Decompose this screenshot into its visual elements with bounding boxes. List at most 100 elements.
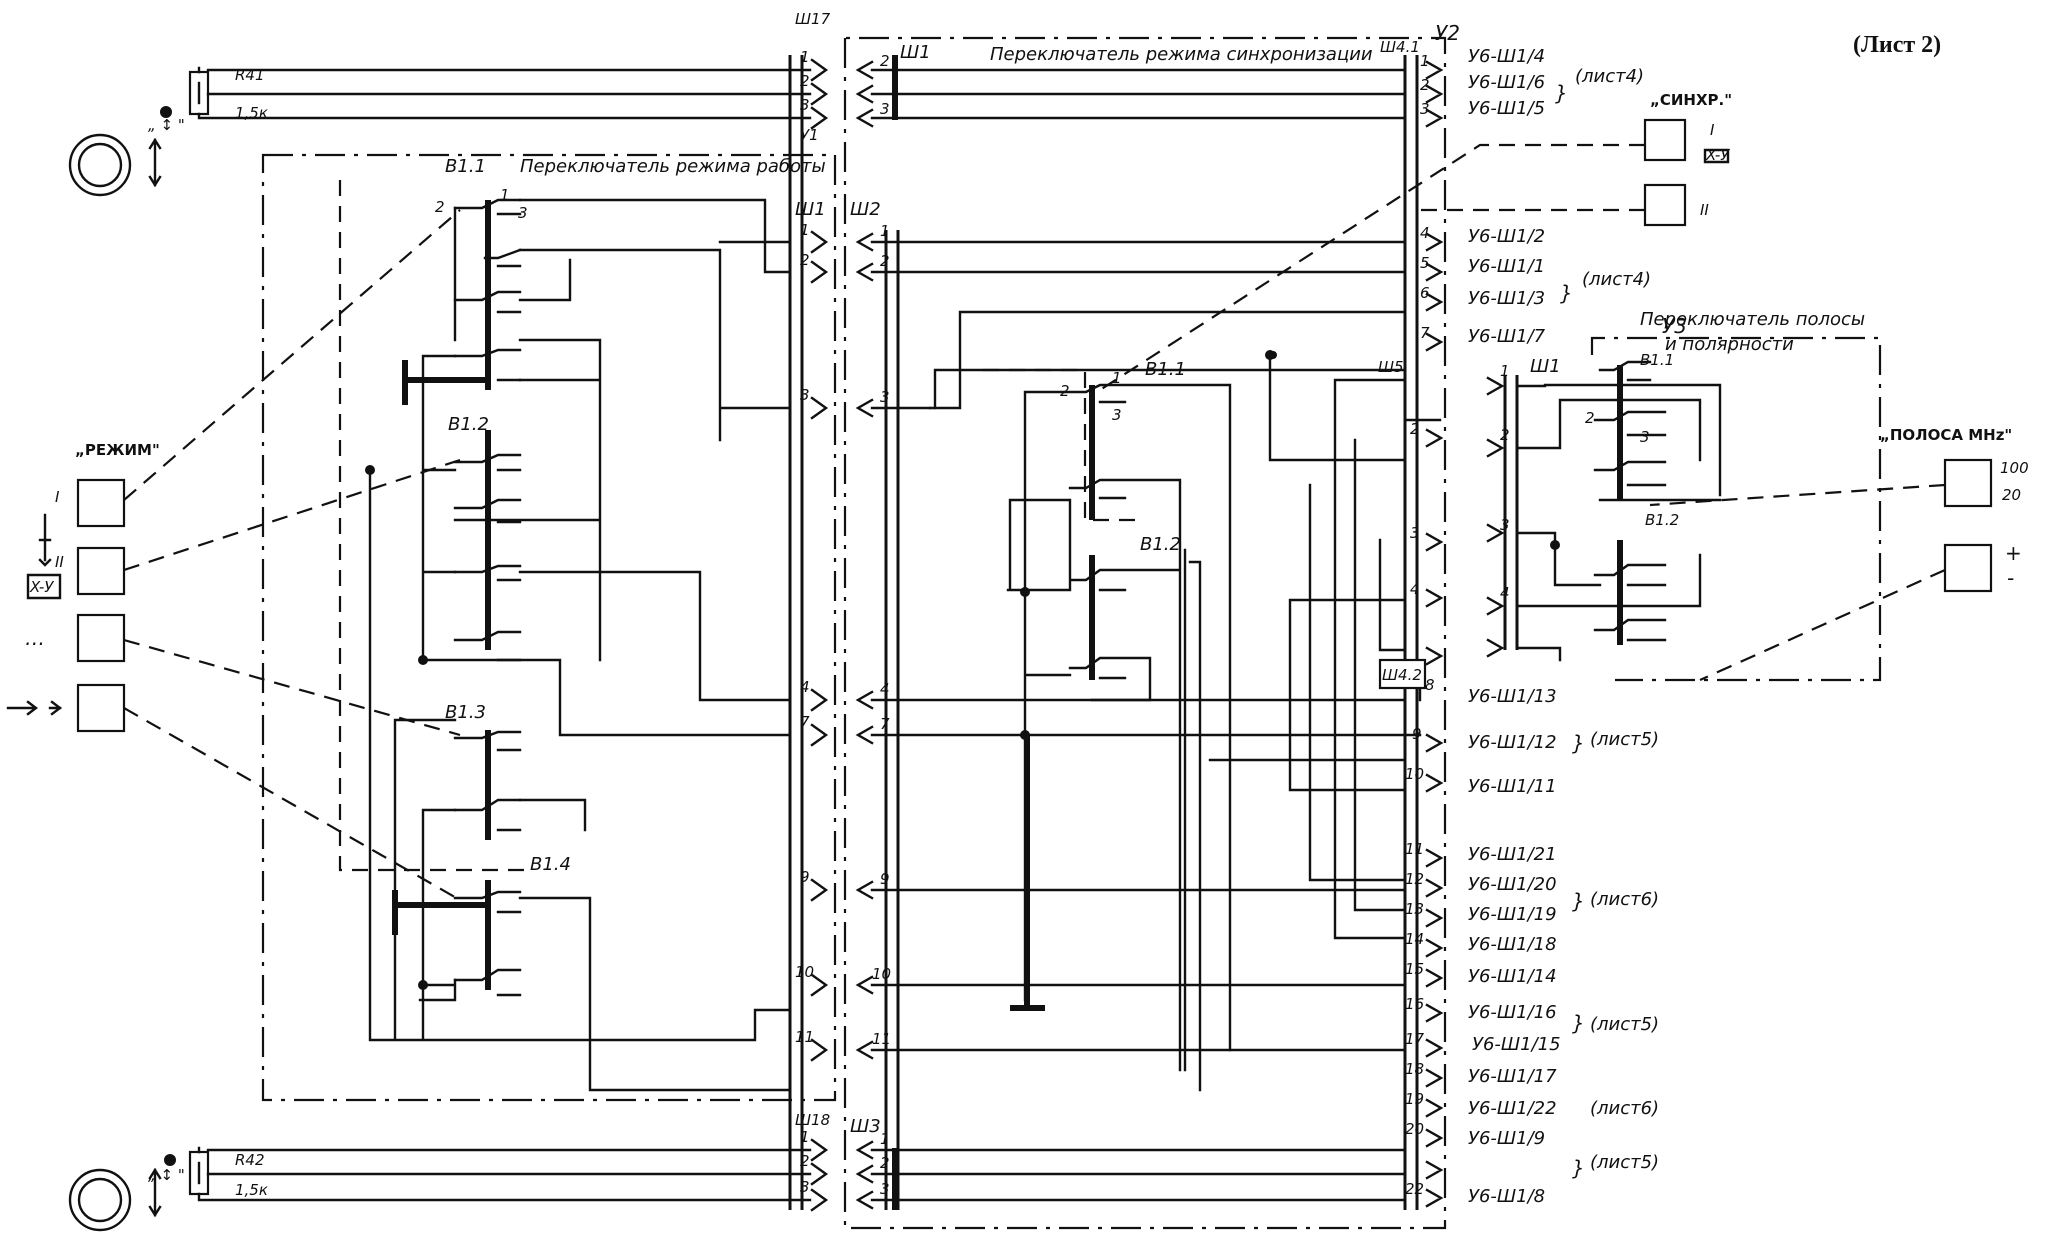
pin-label: 4	[1420, 224, 1430, 242]
pin-label: 11	[872, 1030, 891, 1048]
sheet-ref: (лист6)	[1590, 889, 1659, 910]
r42-group	[68, 1146, 812, 1232]
pin-label: 2	[880, 52, 890, 70]
ref-label: У6-Ш1/16	[1468, 1002, 1557, 1023]
pin-label: 1	[800, 48, 810, 66]
sinhr-ii: II	[1700, 201, 1709, 219]
u2-left-pin-shapes	[855, 60, 874, 1210]
polosa-box-1[interactable]	[1943, 458, 1993, 508]
u3-pin-shapes	[1486, 376, 1505, 658]
u2-sync-wires	[870, 353, 1407, 462]
pin-label: 13	[1405, 900, 1424, 918]
brace-icon: }	[1572, 731, 1585, 755]
pin-label: 12	[1405, 870, 1424, 888]
u2-wiring	[855, 60, 1422, 1210]
pin-label: 1	[1420, 52, 1430, 70]
mode-contacts	[453, 198, 522, 997]
rezhim-box-1[interactable]	[76, 478, 126, 528]
r42-wires	[197, 1146, 812, 1202]
rezhim-box-4[interactable]	[76, 683, 126, 733]
b11-label: В1.1	[445, 156, 486, 177]
rezhim-box-3[interactable]	[76, 613, 126, 663]
pin-label: 7	[880, 715, 890, 733]
sinhr-box-1[interactable]	[1643, 118, 1687, 162]
ref-label: У6-Ш1/14	[1468, 966, 1557, 987]
brace-icon: }	[1572, 889, 1585, 913]
u3-wiring	[1515, 360, 1722, 662]
mode-linkage	[338, 180, 530, 872]
top-knob-symbol: „ ↕ "	[148, 116, 185, 134]
junction-4	[1020, 587, 1030, 597]
sync-switch	[1006, 350, 1407, 1092]
frames	[261, 36, 1882, 1230]
contact-num: 3	[1640, 428, 1650, 446]
polosa-linkages	[1649, 483, 1946, 682]
u2-right-pin-shapes	[1425, 60, 1444, 1208]
sh18-label: Ш18	[795, 1111, 830, 1129]
polosa-label: „ПОЛОСА MHz"	[1880, 426, 2012, 444]
contact-num: 1	[500, 186, 510, 204]
top-knob-inner	[77, 142, 123, 188]
sheet-ref: (лист4)	[1575, 66, 1644, 87]
b12-label: В1.2	[448, 414, 489, 435]
u2-frame	[843, 36, 1447, 1230]
u3-11-label: В1.1	[1640, 351, 1674, 369]
contact-num: 1	[1112, 369, 1122, 387]
sh4-2-box	[1378, 658, 1427, 690]
pin-label: 7	[800, 713, 810, 731]
u2-right-pins	[1269, 60, 1444, 1208]
sheet-ref: (лист5)	[1590, 1014, 1659, 1035]
sinhr-xy: X-У	[1705, 146, 1730, 164]
polosa-plus: +	[2005, 541, 2022, 565]
pin-label: 3	[880, 388, 890, 406]
rezhim-box-2[interactable]	[76, 546, 126, 596]
sh17-label: Ш17	[795, 10, 831, 28]
pin-label: 2	[800, 72, 810, 90]
u3-label: У3	[1662, 314, 1687, 338]
u2-label: У2	[1435, 21, 1460, 45]
sw-mode-label: Переключатель режима работы	[520, 156, 826, 177]
top-knob-outer	[68, 133, 132, 197]
contact-num: 3	[518, 204, 528, 222]
u3-sh1-label: Ш1	[1530, 356, 1561, 377]
polosa-box-2[interactable]	[1943, 543, 1993, 593]
rezhim-i: I	[55, 488, 60, 506]
junction-7	[1269, 351, 1277, 359]
mode-wiring	[368, 198, 792, 1092]
u3-bus	[1503, 375, 1519, 650]
junction-3	[418, 980, 428, 990]
pin-label: 14	[1405, 930, 1424, 948]
r41-group	[160, 66, 812, 120]
pin-label: 17	[1405, 1030, 1425, 1048]
rezhim-xy-frame	[26, 573, 62, 600]
ref-label: У6-Ш1/22	[1468, 1098, 1557, 1119]
u3-frame	[1590, 336, 1882, 682]
junction-1	[365, 465, 375, 475]
contact-num: 2	[1585, 409, 1595, 427]
top-knob-arrow-icon	[148, 137, 162, 188]
u1-label: У1	[800, 126, 819, 144]
pin-label: 1	[800, 221, 810, 239]
ground-2-icon	[392, 890, 488, 935]
pin-label: 1	[880, 1130, 890, 1148]
sinhr-box-2[interactable]	[1643, 183, 1687, 227]
ref-label: У6-Ш1/11	[1468, 776, 1557, 797]
pin-label: 9	[1412, 725, 1422, 743]
u1-pin-arrows	[810, 58, 829, 1212]
pin-label: 2	[800, 1152, 810, 1170]
polosa-20: 20	[2002, 486, 2021, 504]
pin-label: 16	[1405, 995, 1424, 1013]
pin-label: 22	[1405, 1180, 1424, 1198]
brace-icon: }	[1560, 281, 1573, 305]
pin-label: 20	[1405, 1120, 1424, 1138]
u2-right-bus	[1403, 55, 1419, 1210]
mode-switch	[365, 198, 792, 1092]
band-switch	[1486, 360, 1722, 662]
u1-bus	[788, 55, 804, 1210]
pin-label: 2	[1410, 420, 1420, 438]
sh3-label: Ш3	[850, 1116, 881, 1137]
pin-label: 5	[1420, 254, 1430, 272]
sh1-label: Ш1	[900, 42, 931, 63]
pin-label: 3	[800, 386, 810, 404]
pin-label: 3	[1410, 524, 1420, 542]
